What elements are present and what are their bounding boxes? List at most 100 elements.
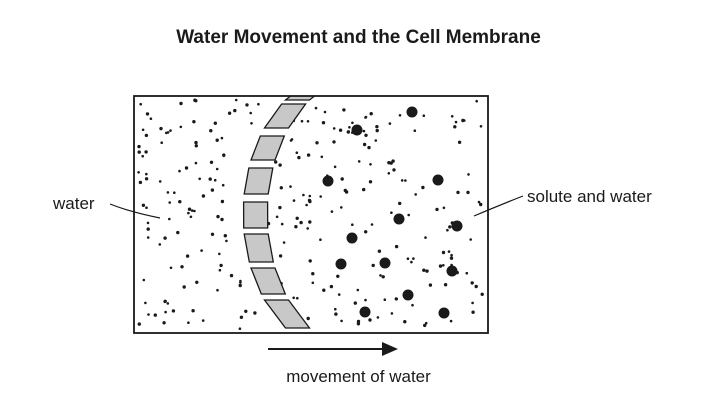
water-molecule — [448, 225, 452, 229]
water-molecule — [311, 272, 315, 276]
water-molecule — [319, 195, 323, 198]
water-molecule — [158, 243, 162, 246]
membrane-segment — [263, 103, 307, 129]
water-molecule — [450, 253, 453, 257]
container-box — [133, 95, 489, 334]
water-molecule — [292, 199, 296, 202]
water-molecule — [216, 288, 219, 292]
water-molecule — [278, 254, 283, 258]
water-molecule — [308, 199, 312, 204]
water-molecule — [306, 153, 311, 157]
water-molecule — [208, 177, 212, 181]
water-molecule — [234, 98, 238, 102]
solute-particle — [322, 175, 334, 187]
water-molecule — [383, 298, 387, 302]
water-molecule — [220, 217, 224, 222]
solute-particle — [351, 124, 363, 136]
water-molecule — [377, 249, 382, 253]
water-molecule — [144, 177, 149, 181]
water-molecule — [249, 111, 252, 115]
water-molecule — [227, 111, 232, 115]
water-molecule — [292, 296, 296, 300]
water-molecule — [239, 281, 242, 284]
water-molecule — [137, 322, 141, 326]
water-molecule — [299, 220, 303, 225]
water-molecule — [257, 102, 260, 106]
water-molecule — [137, 150, 141, 154]
water-molecule — [308, 220, 312, 224]
water-molecule — [187, 321, 190, 325]
water-label: water — [53, 194, 95, 213]
water-molecule — [274, 160, 278, 164]
water-molecule — [465, 271, 469, 275]
solute-particle — [393, 213, 405, 225]
water-molecule — [370, 223, 374, 226]
water-molecule — [423, 323, 427, 328]
water-molecule — [178, 200, 182, 204]
water-molecule — [454, 120, 458, 124]
water-molecule — [166, 302, 170, 305]
water-molecule — [392, 168, 396, 172]
water-molecule — [479, 202, 483, 207]
water-molecule — [364, 133, 368, 137]
water-molecule — [369, 163, 372, 166]
water-molecule — [295, 151, 299, 154]
water-molecule — [403, 320, 407, 324]
water-molecule — [334, 312, 338, 316]
water-molecule — [308, 194, 312, 198]
membrane-segment — [292, 334, 339, 348]
water-molecule — [346, 130, 350, 134]
water-molecule — [474, 284, 478, 289]
water-molecule — [421, 185, 425, 190]
water-molecule — [422, 268, 426, 272]
solute-particle — [346, 232, 358, 244]
water-molecule — [294, 225, 298, 229]
water-molecule — [353, 301, 357, 305]
water-molecule — [295, 216, 299, 220]
diagram-title: Water Movement and the Cell Membrane — [176, 27, 541, 48]
water-molecule — [340, 319, 343, 323]
water-molecule — [348, 126, 351, 129]
water-molecule — [306, 227, 310, 230]
water-molecule — [179, 125, 183, 129]
membrane-segment — [250, 267, 287, 295]
water-molecule — [394, 244, 399, 249]
water-molecule — [479, 125, 483, 128]
water-molecule — [381, 275, 385, 279]
water-molecule — [195, 280, 199, 284]
water-molecule — [238, 283, 242, 288]
water-molecule — [428, 283, 433, 287]
water-molecule — [475, 99, 479, 103]
water-molecule — [469, 238, 473, 241]
water-molecule — [362, 187, 366, 192]
water-molecule — [200, 249, 203, 252]
water-molecule — [239, 315, 244, 319]
movement-of-water-label: movement of water — [286, 367, 431, 386]
water-molecule — [158, 180, 162, 183]
water-molecule — [190, 209, 194, 212]
water-molecule — [315, 141, 319, 145]
water-molecule — [137, 171, 140, 174]
water-molecules — [137, 98, 484, 331]
water-molecule — [334, 307, 337, 311]
water-molecule — [289, 185, 292, 188]
water-molecule — [210, 188, 215, 192]
water-molecule — [410, 260, 413, 264]
water-molecule — [364, 230, 368, 234]
water-molecule — [467, 173, 470, 176]
water-molecule — [166, 191, 170, 194]
water-molecule — [450, 115, 454, 118]
water-molecule — [201, 194, 206, 198]
water-molecule — [139, 102, 142, 106]
solute-particle — [406, 106, 418, 118]
water-molecule — [414, 193, 418, 196]
water-molecule — [368, 318, 372, 322]
membrane-segment — [243, 233, 275, 263]
water-molecule — [233, 108, 237, 113]
water-molecule — [306, 120, 310, 123]
water-molecule — [413, 129, 417, 132]
solute-particle — [432, 174, 444, 186]
water-molecule — [364, 115, 368, 119]
water-molecule — [412, 257, 415, 260]
water-molecule — [162, 321, 166, 325]
